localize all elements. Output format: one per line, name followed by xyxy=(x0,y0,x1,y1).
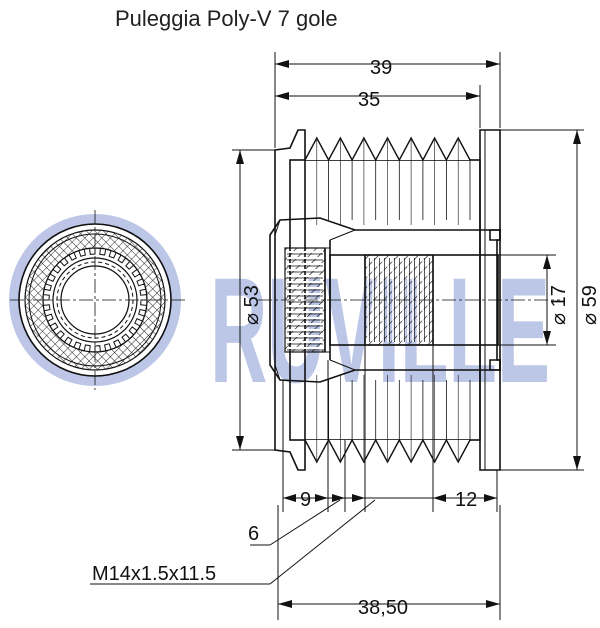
dim-diameter-53: ⌀ 53 xyxy=(241,285,263,325)
dim-thread: M14x1.5x11.5 xyxy=(92,563,216,585)
pulley-section xyxy=(258,217,560,383)
dim-right-offset: 12 xyxy=(455,489,477,511)
dim-overall-width: 39 xyxy=(370,57,392,79)
dim-body-width: 35 xyxy=(358,89,380,111)
dimension-lines xyxy=(90,52,584,620)
dim-spline-depth: 9 xyxy=(300,489,311,511)
drawing-title: Puleggia Poly-V 7 gole xyxy=(115,6,338,31)
front-view xyxy=(10,210,185,390)
dim-total-length: 38,50 xyxy=(358,597,408,619)
dim-diameter-59: ⌀ 59 xyxy=(579,285,600,325)
dim-chamfer: 6 xyxy=(248,523,259,545)
dim-diameter-17: ⌀ 17 xyxy=(548,285,570,325)
poly-v-grooves xyxy=(304,136,471,464)
